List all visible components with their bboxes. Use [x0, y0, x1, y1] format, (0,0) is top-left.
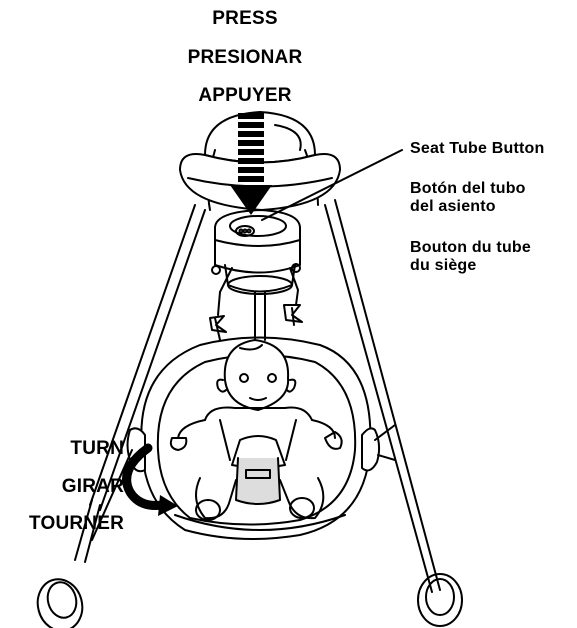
callout-label-en: Seat Tube Button — [410, 140, 544, 158]
turn-curved-arrow-icon — [127, 448, 178, 516]
press-label-fr: APPUYER — [170, 85, 320, 107]
swing-foot-left — [32, 574, 88, 628]
callout-label-fr-line1: Bouton du tube — [410, 239, 531, 257]
press-label-es: PRESIONAR — [170, 47, 320, 69]
callout-label-es-line2: del asiento — [410, 198, 496, 216]
turn-label-es: GIRAR — [4, 476, 124, 498]
callout-label-es-line1: Botón del tubo — [410, 180, 526, 198]
swing-foot-right — [418, 574, 462, 626]
turn-label-fr: TOURNER — [4, 513, 124, 535]
press-label-en: PRESS — [170, 8, 320, 30]
turn-label-en: TURN — [4, 438, 124, 460]
callout-label-fr-line2: du siège — [410, 257, 477, 275]
